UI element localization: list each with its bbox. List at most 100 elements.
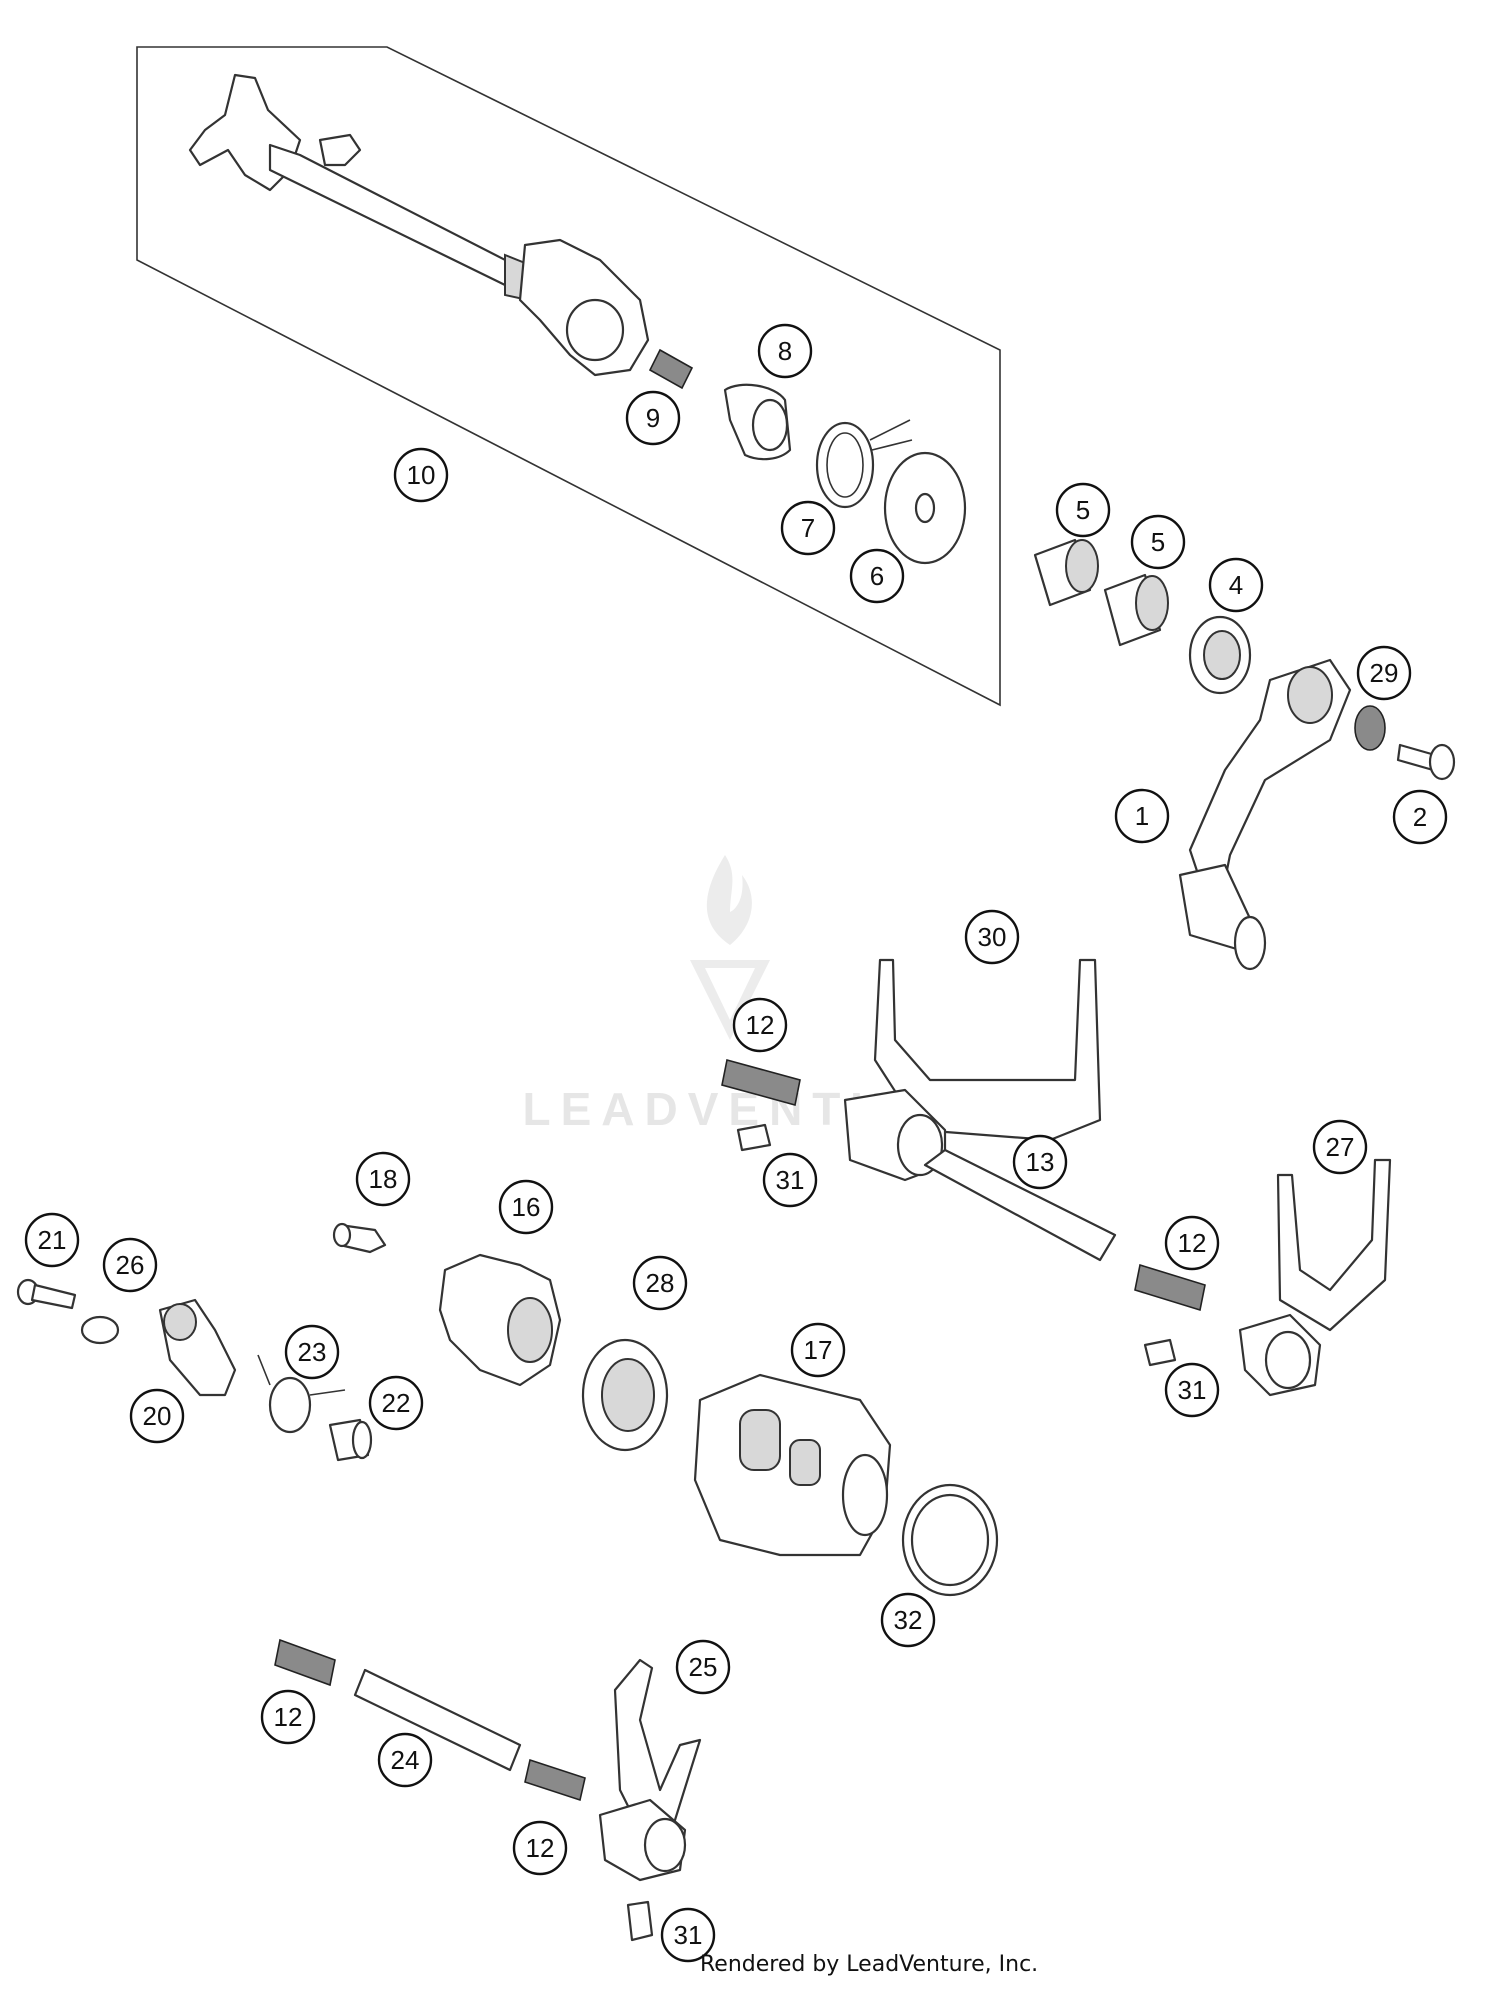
svg-text:31: 31 — [1178, 1375, 1207, 1405]
part-31-pin-b — [1143, 1338, 1177, 1367]
svg-text:20: 20 — [143, 1401, 172, 1431]
callout-22: 22 — [368, 1375, 424, 1431]
svg-text:22: 22 — [382, 1388, 411, 1418]
svg-text:32: 32 — [894, 1605, 923, 1635]
svg-text:23: 23 — [298, 1337, 327, 1367]
callout-2: 2 — [1392, 789, 1448, 845]
callout-31-b: 31 — [1164, 1362, 1220, 1418]
callout-13: 13 — [1012, 1134, 1068, 1190]
part-25-shift-fork — [598, 1658, 702, 1882]
callout-5-a: 5 — [1055, 482, 1111, 538]
callout-10: 10 — [393, 447, 449, 503]
svg-text:27: 27 — [1326, 1132, 1355, 1162]
svg-text:17: 17 — [804, 1335, 833, 1365]
part-31-pin-c — [626, 1900, 654, 1942]
watermark-v-icon — [690, 960, 770, 1040]
svg-text:7: 7 — [801, 513, 815, 543]
svg-text:12: 12 — [1178, 1228, 1207, 1258]
part-30-shift-fork — [843, 958, 1102, 1182]
callout-6: 6 — [849, 548, 905, 604]
callout-24: 24 — [377, 1732, 433, 1788]
svg-text:16: 16 — [512, 1192, 541, 1222]
callout-5-b: 5 — [1130, 514, 1186, 570]
svg-text:1: 1 — [1135, 801, 1149, 831]
svg-text:5: 5 — [1076, 495, 1090, 525]
part-20-locking-lever — [158, 1298, 237, 1397]
part-18-bolt — [332, 1222, 387, 1254]
callout-21: 21 — [24, 1212, 80, 1268]
callout-31-a: 31 — [762, 1152, 818, 1208]
part-16-star-wheel — [438, 1253, 562, 1387]
svg-text:31: 31 — [674, 1920, 703, 1950]
part-13-rail — [923, 1148, 1117, 1262]
assembly-frame — [136, 46, 1001, 707]
callout-20: 20 — [129, 1388, 185, 1444]
callout-26: 26 — [102, 1237, 158, 1293]
part-12-spring-c — [274, 1638, 336, 1687]
callout-23: 23 — [284, 1324, 340, 1380]
callout-7: 7 — [780, 500, 836, 556]
part-31-pin-a — [736, 1123, 772, 1152]
callout-30: 30 — [964, 909, 1020, 965]
part-5-bushing-a — [1033, 538, 1099, 607]
svg-text:13: 13 — [1026, 1147, 1055, 1177]
callout-29: 29 — [1356, 645, 1412, 701]
part-4-seal — [1188, 615, 1252, 695]
callout-17: 17 — [790, 1322, 846, 1378]
part-26-washer — [80, 1315, 120, 1345]
svg-text:6: 6 — [870, 561, 884, 591]
part-1-shift-lever — [1178, 658, 1352, 971]
svg-text:29: 29 — [1370, 658, 1399, 688]
part-12-spring-a — [721, 1059, 801, 1106]
svg-text:12: 12 — [274, 1702, 303, 1732]
part-17-shift-drum — [693, 1373, 892, 1557]
svg-text:12: 12 — [746, 1010, 775, 1040]
part-29-washer — [1354, 705, 1386, 751]
shift-shaft-assembly — [188, 73, 650, 377]
svg-text:25: 25 — [689, 1652, 718, 1682]
svg-text:31: 31 — [776, 1165, 805, 1195]
callout-12-d: 12 — [512, 1820, 568, 1876]
part-21-bolt — [16, 1278, 77, 1310]
callout-8: 8 — [757, 323, 813, 379]
svg-text:21: 21 — [38, 1225, 67, 1255]
svg-text:28: 28 — [646, 1268, 675, 1298]
svg-text:9: 9 — [646, 403, 660, 433]
svg-text:30: 30 — [978, 922, 1007, 952]
callout-27: 27 — [1312, 1119, 1368, 1175]
svg-text:2: 2 — [1413, 802, 1427, 832]
callout-18: 18 — [355, 1151, 411, 1207]
callouts: 10 9 8 7 6 5 5 4 29 1 2 30 12 31 13 27 1… — [24, 323, 1448, 1963]
callout-12-c: 12 — [260, 1689, 316, 1745]
callout-12-b: 12 — [1164, 1215, 1220, 1271]
part-27-shift-fork — [1238, 1158, 1392, 1397]
callout-25: 25 — [675, 1639, 731, 1695]
part-12-spring-d — [524, 1758, 586, 1802]
part-32-ring — [901, 1483, 999, 1597]
svg-text:18: 18 — [369, 1164, 398, 1194]
svg-text:26: 26 — [116, 1250, 145, 1280]
part-22-sleeve — [328, 1418, 373, 1462]
svg-text:4: 4 — [1229, 570, 1243, 600]
callout-4: 4 — [1208, 557, 1264, 613]
part-24-rail — [353, 1668, 522, 1772]
part-23-torsion-spring — [257, 1354, 346, 1434]
part-28-bearing — [581, 1338, 669, 1452]
watermark-flame-icon — [706, 855, 752, 945]
part-7-ring — [815, 419, 913, 509]
part-8-clip — [723, 383, 792, 461]
part-6-washer — [883, 451, 967, 565]
callout-32: 32 — [880, 1592, 936, 1648]
part-9-spring — [648, 348, 694, 390]
part-5-bushing-b — [1103, 573, 1169, 647]
svg-text:10: 10 — [407, 460, 436, 490]
svg-text:5: 5 — [1151, 527, 1165, 557]
part-12-spring-b — [1134, 1263, 1206, 1312]
callout-28: 28 — [632, 1255, 688, 1311]
svg-text:12: 12 — [526, 1833, 555, 1863]
callout-9: 9 — [625, 390, 681, 446]
callout-1: 1 — [1114, 788, 1170, 844]
part-2-bolt — [1396, 743, 1456, 781]
callout-16: 16 — [498, 1179, 554, 1235]
